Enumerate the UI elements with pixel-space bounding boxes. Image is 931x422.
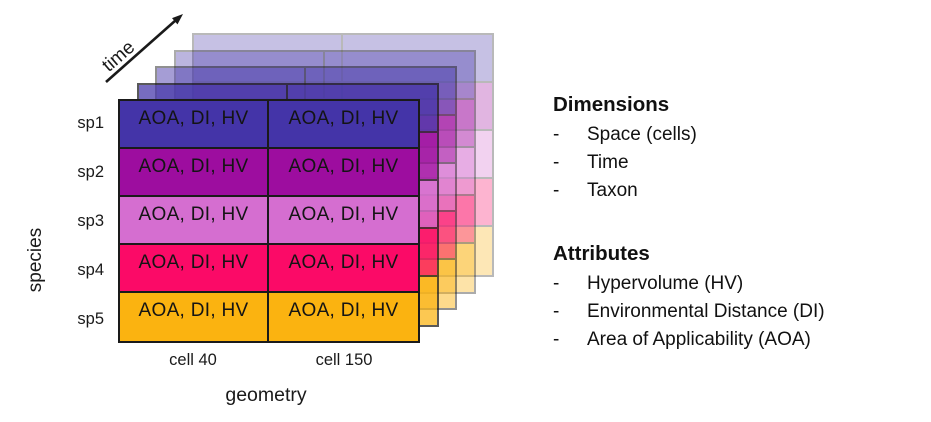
- legend-item: - Area of Applicability (AOA): [553, 326, 923, 354]
- legend-bullet-dash: -: [553, 329, 560, 350]
- legend-section-dimensions: Dimensions - Space (cells) - Time - Taxon: [553, 92, 923, 205]
- legend-item: - Taxon: [553, 177, 923, 205]
- cube-cell: AOA, DI, HV: [269, 149, 418, 197]
- col-label-2: cell 150: [315, 351, 373, 369]
- row-label-sp2: sp2: [77, 163, 104, 181]
- legend-item-text: Hypervolume (HV): [587, 273, 744, 294]
- legend-bullet-dash: -: [553, 152, 560, 173]
- legend-title: Attributes: [553, 242, 650, 265]
- legend-item: - Time: [553, 149, 923, 177]
- legend-item-text: Area of Applicability (AOA): [587, 329, 811, 350]
- time-arrow-icon: [105, 14, 183, 83]
- legend-section-attributes: Attributes - Hypervolume (HV) - Environmenta…: [553, 241, 923, 354]
- cube-cell: AOA, DI, HV: [120, 149, 269, 197]
- row-label-sp5: sp5: [77, 310, 104, 328]
- cube-cell: AOA, DI, HV: [120, 245, 269, 293]
- cube-cell: AOA, DI, HV: [120, 293, 269, 341]
- row-label-sp1: sp1: [77, 114, 104, 132]
- legend-item-text: Taxon: [587, 180, 638, 201]
- legend-item-text: Space (cells): [587, 124, 697, 145]
- cube-cell: AOA, DI, HV: [269, 293, 418, 341]
- row-label-sp3: sp3: [77, 212, 104, 230]
- legend-bullet-dash: -: [553, 180, 560, 201]
- cube-cell: AOA, DI, HV: [269, 101, 418, 149]
- legend-item: - Hypervolume (HV): [553, 270, 923, 298]
- legend-bullet-dash: -: [553, 124, 560, 145]
- cube-cell: [343, 35, 492, 83]
- cube-cell: [194, 35, 343, 83]
- cube-cell: AOA, DI, HV: [120, 197, 269, 245]
- legend-item-text: Environmental Distance (DI): [587, 301, 825, 322]
- col-label-1: cell 40: [169, 351, 217, 369]
- cube-cell: AOA, DI, HV: [269, 245, 418, 293]
- legend-item: - Environmental Distance (DI): [553, 298, 923, 326]
- legend-bullet-dash: -: [553, 273, 560, 294]
- geometry-axis-label: geometry: [225, 384, 307, 406]
- legend-bullet-dash: -: [553, 301, 560, 322]
- legend-title: Dimensions: [553, 93, 670, 116]
- cube-cell: AOA, DI, HV: [269, 197, 418, 245]
- row-label-sp4: sp4: [77, 261, 104, 279]
- legend-item: - Space (cells): [553, 121, 923, 149]
- legend-item-text: Time: [587, 152, 629, 173]
- cube-cell: AOA, DI, HV: [120, 101, 269, 149]
